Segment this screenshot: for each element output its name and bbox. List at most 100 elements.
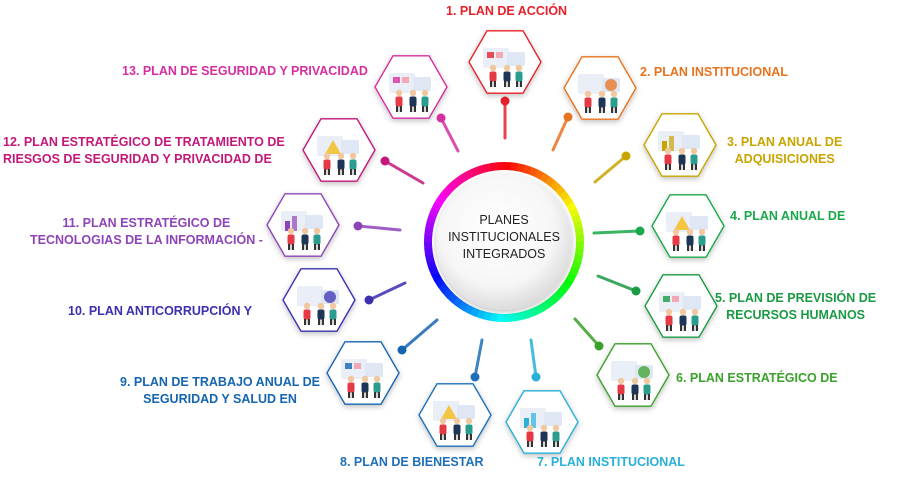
connector-dot-9 — [397, 345, 407, 355]
plan-label-11-line-2: TECNOLOGIAS DE LA INFORMACIÓN - — [30, 233, 263, 247]
plan-label-9-line-1: 9. PLAN DE TRABAJO ANUAL DE — [120, 375, 321, 389]
plan-label-9: 9. PLAN DE TRABAJO ANUAL DE SEGURIDAD Y S… — [120, 374, 320, 408]
plan-label-10-line-1: 10. PLAN ANTICORRUPCIÓN Y — [68, 304, 253, 318]
center-title: PLANES INSTITUCIONALES INTEGRADOS — [434, 212, 574, 263]
ring-segment — [559, 190, 570, 202]
connector-dot-11 — [353, 221, 363, 231]
ring-segment — [574, 248, 584, 257]
ring-segment — [446, 292, 458, 304]
data-security-icon — [374, 55, 448, 119]
ring-segment — [527, 307, 538, 318]
ring-segment — [425, 220, 435, 230]
ring-segment — [476, 164, 487, 175]
plan-label-3-line-1: 3. PLAN ANUAL DE — [727, 135, 843, 149]
ring-segment — [573, 221, 583, 231]
filing-cabinet-icon — [563, 56, 637, 120]
ring-segment — [490, 162, 499, 172]
ring-segment — [463, 304, 474, 315]
center-hub — [436, 174, 572, 310]
plan-label-11: 11. PLAN ESTRATÉGICO DE TECNOLOGIAS DE LA… — [30, 215, 263, 249]
center-title-line-2: INSTITUCIONALES — [448, 230, 560, 244]
connector-dot-1 — [500, 96, 510, 106]
connector-dot-3 — [621, 151, 631, 161]
connector-line-11 — [356, 224, 402, 232]
plan-label-5-line-2: RECURSOS HUMANOS — [726, 308, 866, 322]
ring-segment — [545, 176, 556, 188]
plan-label-12: 12. PLAN ESTRATÉGICO DE TRATAMIENTO DE RI… — [3, 134, 285, 168]
ring-segment — [568, 266, 580, 277]
justice-scale-icon — [282, 268, 356, 332]
ring-segment — [533, 304, 544, 315]
ring-segment — [516, 163, 526, 173]
connector-line-13 — [439, 116, 460, 153]
connector-dot-7 — [531, 372, 541, 382]
ring-segment — [452, 176, 464, 187]
plan-label-12-line-1: 12. PLAN ESTRATÉGICO DE TRATAMIENTO DE — [3, 135, 285, 149]
ring-segment — [469, 306, 480, 318]
plan-label-13: 13. PLAN DE SEGURIDAD Y PRIVACIDAD — [122, 63, 368, 80]
ring-segment — [424, 247, 434, 256]
connector-lines — [353, 96, 645, 382]
ring-segment — [544, 297, 556, 308]
plan-label-13-line-1: 13. PLAN DE SEGURIDAD Y PRIVACIDAD — [122, 64, 368, 78]
ring-segment — [558, 283, 570, 294]
connector-line-2 — [551, 115, 570, 152]
ring-segment — [534, 169, 545, 180]
ring-segment — [483, 163, 493, 173]
ring-segment — [539, 172, 551, 184]
plan-label-8-line-1: 8. PLAN DE BIENESTAR — [340, 455, 484, 469]
ring-segment — [528, 166, 539, 178]
ring-segment — [425, 253, 435, 263]
ring-segment — [442, 287, 454, 299]
ring-segment — [571, 260, 582, 271]
connector-dot-6 — [594, 341, 604, 351]
ring-segment — [431, 271, 442, 282]
ring-segment — [554, 288, 566, 300]
celebration-icon — [418, 383, 492, 447]
plan-label-12-line-2: RIESGOS DE SEGURIDAD Y PRIVACIDAD DE — [3, 152, 272, 166]
plan-label-2: 2. PLAN INSTITUCIONAL — [640, 64, 788, 81]
plan-label-6-line-1: 6. PLAN ESTRATÉGICO DE — [676, 371, 838, 385]
plan-label-9-line-2: SEGURIDAD Y SALUD EN — [143, 392, 297, 406]
ring-segment — [489, 312, 498, 322]
plan-label-3: 3. PLAN ANUAL DE ADQUISICIONES — [727, 134, 842, 168]
ring-segment — [428, 265, 439, 276]
calculator-money-icon — [643, 113, 717, 177]
plan-label-6: 6. PLAN ESTRATÉGICO DE — [676, 370, 838, 387]
ring-segment — [574, 228, 584, 237]
ring-segment — [434, 195, 446, 207]
ring-segment — [470, 166, 481, 177]
center-title-line-1: PLANES — [479, 213, 529, 227]
ring-segment — [482, 311, 492, 321]
ring-segment — [549, 292, 561, 304]
ring-segment — [426, 213, 437, 224]
talent-screen-icon — [596, 343, 670, 407]
connector-dot-5 — [631, 286, 641, 296]
connector-line-10 — [367, 281, 407, 302]
ring-segment — [424, 227, 434, 236]
connector-dot-13 — [436, 113, 446, 123]
risk-warning-icon — [302, 118, 376, 182]
ring-segment — [510, 162, 519, 172]
ring-segment — [438, 190, 450, 201]
team-meeting-icon — [651, 194, 725, 258]
ring-segment — [573, 254, 583, 264]
plan-label-7-line-1: 7. PLAN INSTITUCIONAL — [537, 455, 685, 469]
connector-line-3 — [593, 154, 628, 184]
ring-segment — [431, 201, 442, 212]
office-team-board-icon — [468, 30, 542, 94]
connector-dot-2 — [563, 112, 573, 122]
plan-label-11-line-1: 11. PLAN ESTRATÉGICO DE — [62, 216, 231, 230]
ring-segment — [442, 184, 454, 196]
plan-label-3-line-2: ADQUISICIONES — [734, 152, 835, 166]
ring-segment — [515, 311, 525, 321]
center-title-line-3: INTEGRADOS — [462, 247, 546, 261]
ring-segment — [509, 312, 518, 322]
plan-label-5-line-1: 5. PLAN DE PREVISIÓN DE — [715, 291, 877, 305]
plan-icons — [266, 30, 725, 454]
ring-segment — [554, 185, 566, 197]
ring-segment — [521, 309, 532, 320]
connector-line-12 — [383, 159, 425, 185]
connector-dot-12 — [380, 156, 390, 166]
